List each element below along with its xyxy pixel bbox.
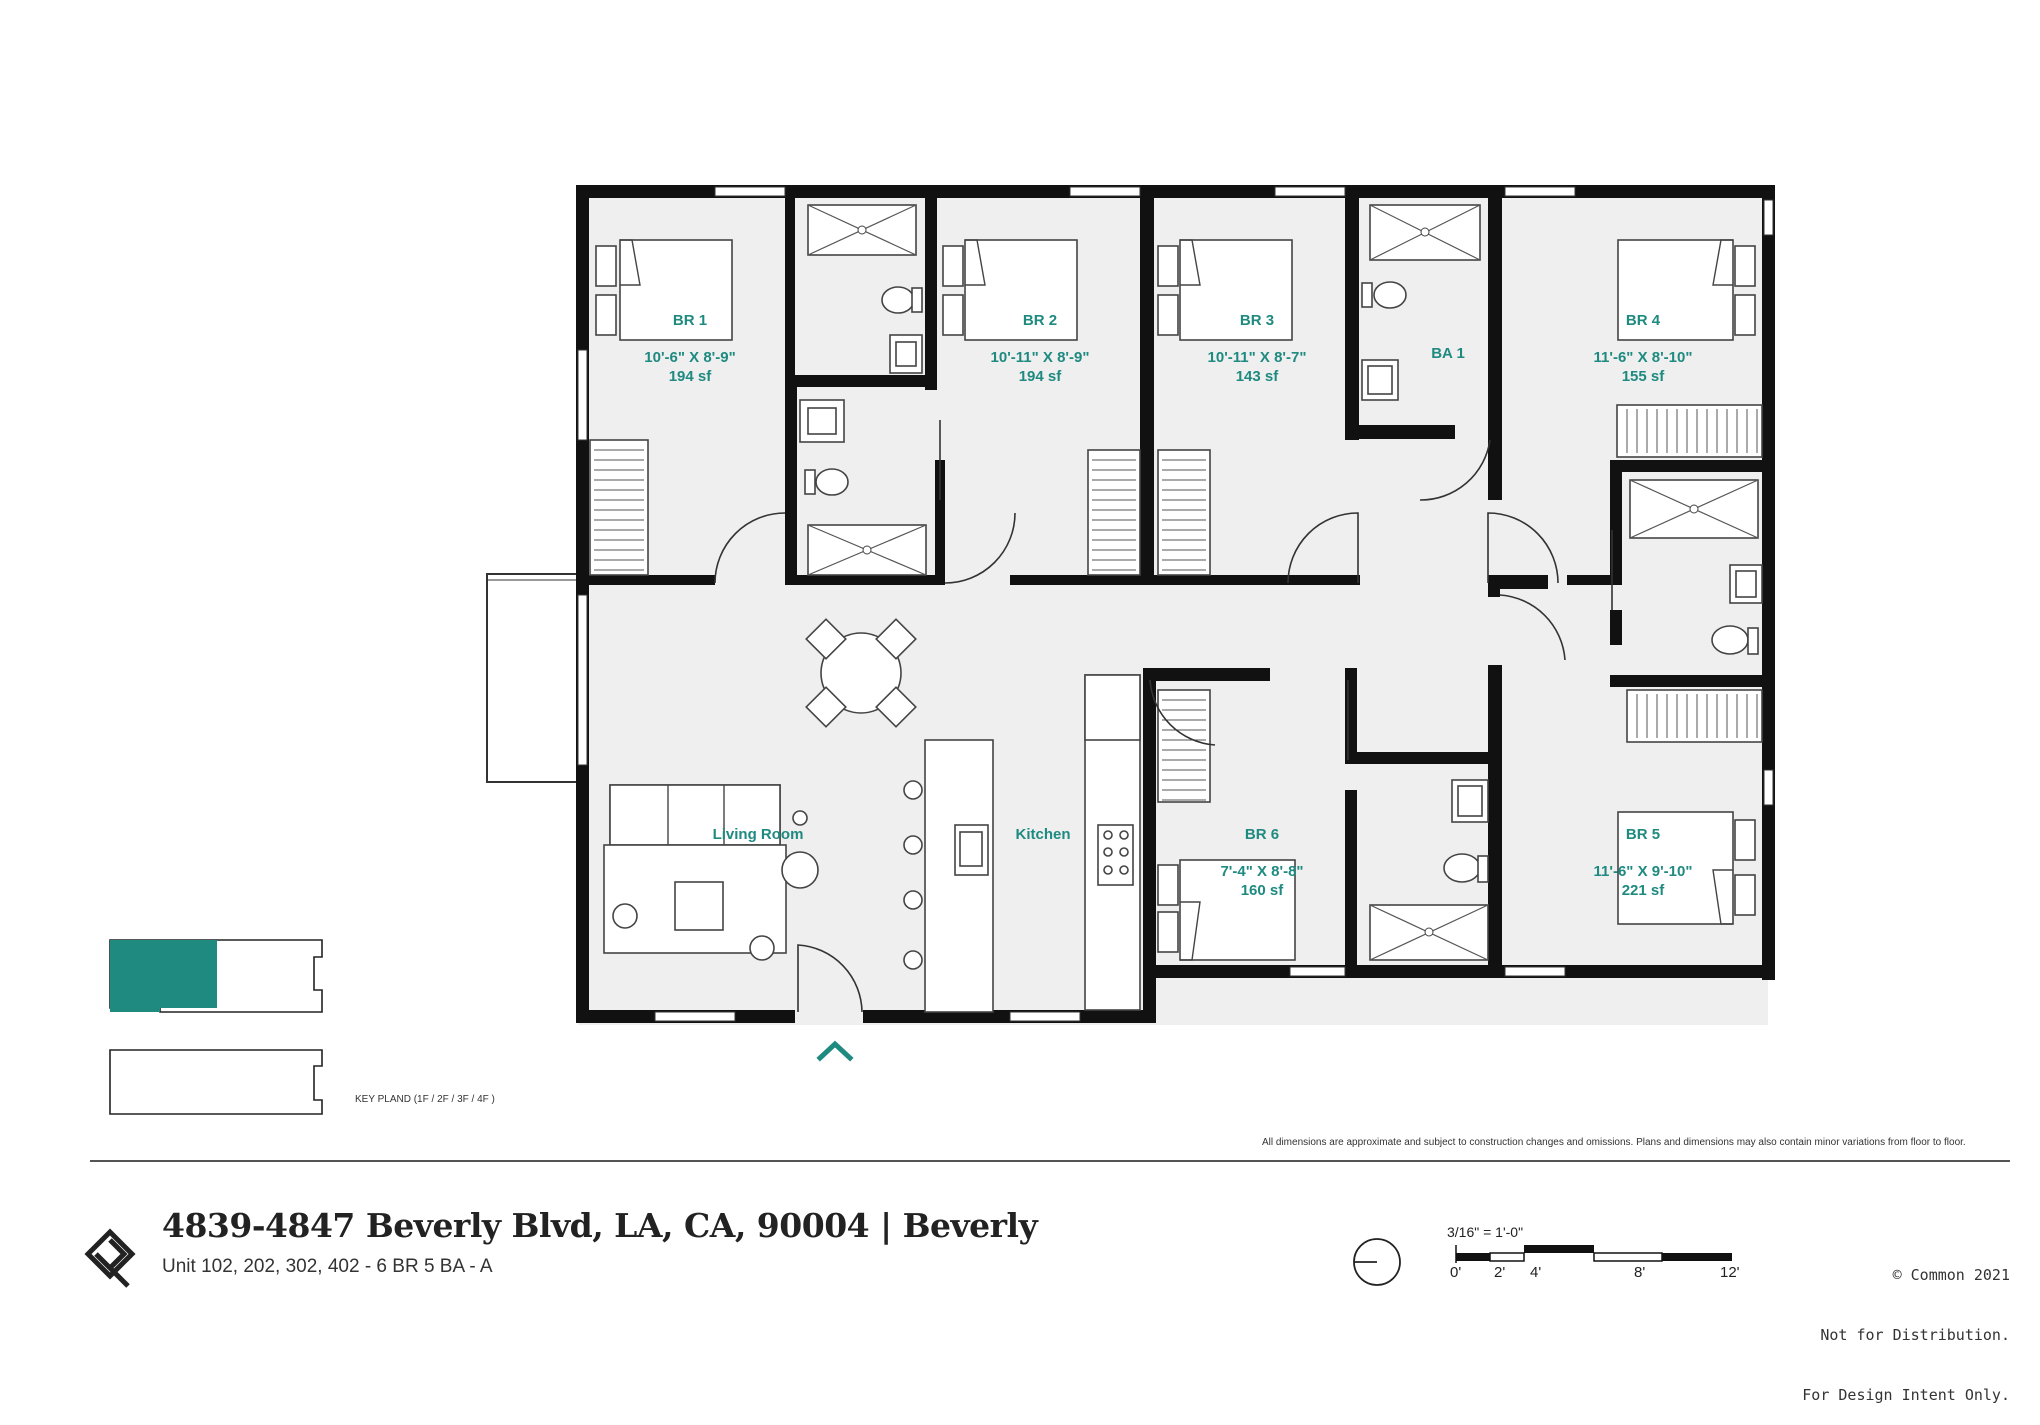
br5-label: BR 5 [1626,826,1660,843]
br1-area: 194 sf [669,368,713,385]
doors[interactable] [714,420,1613,760]
windows [577,186,1774,1022]
scale-bar [1455,1245,1732,1263]
balcony [486,573,578,783]
north-arrow-icon [1353,1238,1401,1286]
key-plan-label: KEY PLAND (1F / 2F / 3F / 4F ) [355,1094,495,1105]
entry-door[interactable] [797,944,863,1013]
br3-label: BR 3 [1240,312,1274,329]
br6-dims: 7'-4" X 8'-8" [1220,863,1303,880]
copyright-line: For Design Intent Only. [1802,1386,2010,1404]
key-plan-highlight [110,940,217,1012]
bath-fixtures [799,204,1763,961]
br5-area: 221 sf [1622,882,1666,899]
copyright-block: © Common 2021 Not for Distribution. For … [1700,1225,2010,1425]
br4-label: BR 4 [1626,312,1661,329]
br1-label: BR 1 [673,312,707,329]
property-title: 4839-4847 Beverly Blvd, LA, CA, 90004 | … [162,1206,1038,1245]
br4-dims: 11'-6" X 8'-10" [1594,349,1693,366]
disclaimer-text: All dimensions are approximate and subje… [1262,1137,1966,1148]
br2-area: 194 sf [1019,368,1063,385]
kitchen-fixtures [903,674,1141,1013]
common-logo-icon [84,1228,136,1288]
copyright-line: © Common 2021 [1892,1266,2010,1284]
scale-tick: 8' [1634,1264,1646,1281]
copyright-line: Not for Distribution. [1820,1326,2010,1344]
entry-chevron-icon [816,1040,854,1062]
scale-tick: 2' [1494,1264,1506,1281]
scale-tick: 0' [1450,1264,1462,1281]
br4-area: 155 sf [1622,368,1666,385]
key-plan [109,939,323,1115]
ba1-label: BA 1 [1431,345,1465,362]
br6-area: 160 sf [1241,882,1285,899]
footer-divider [90,1160,2010,1162]
beds [595,239,1756,961]
br2-label: BR 2 [1023,312,1057,329]
scale-tick: 4' [1530,1264,1542,1281]
kitchen-label: Kitchen [1015,826,1070,843]
closets [589,404,1763,803]
floor-plan: BR 1 10'-6" X 8'-9" 194 sf BR 2 10'-11" … [84,185,1775,1288]
living-room-label: Living Room [713,826,804,843]
dining-table [805,618,917,728]
room-labels: BR 1 10'-6" X 8'-9" 194 sf BR 2 10'-11" … [644,312,1692,899]
living-furniture [603,784,819,961]
scale-label: 3/16" = 1'-0" [1447,1224,1524,1240]
br1-dims: 10'-6" X 8'-9" [644,349,735,366]
scale-tick: 12' [1720,1264,1740,1281]
br6-label: BR 6 [1245,826,1279,843]
br3-dims: 10'-11" X 8'-7" [1208,349,1307,366]
unit-subtitle: Unit 102, 202, 302, 402 - 6 BR 5 BA - A [162,1256,493,1277]
br3-area: 143 sf [1236,368,1280,385]
key-plan-lower-floor [109,1049,323,1115]
br2-dims: 10'-11" X 8'-9" [991,349,1090,366]
br5-dims: 11'-6" X 9'-10" [1594,863,1693,880]
